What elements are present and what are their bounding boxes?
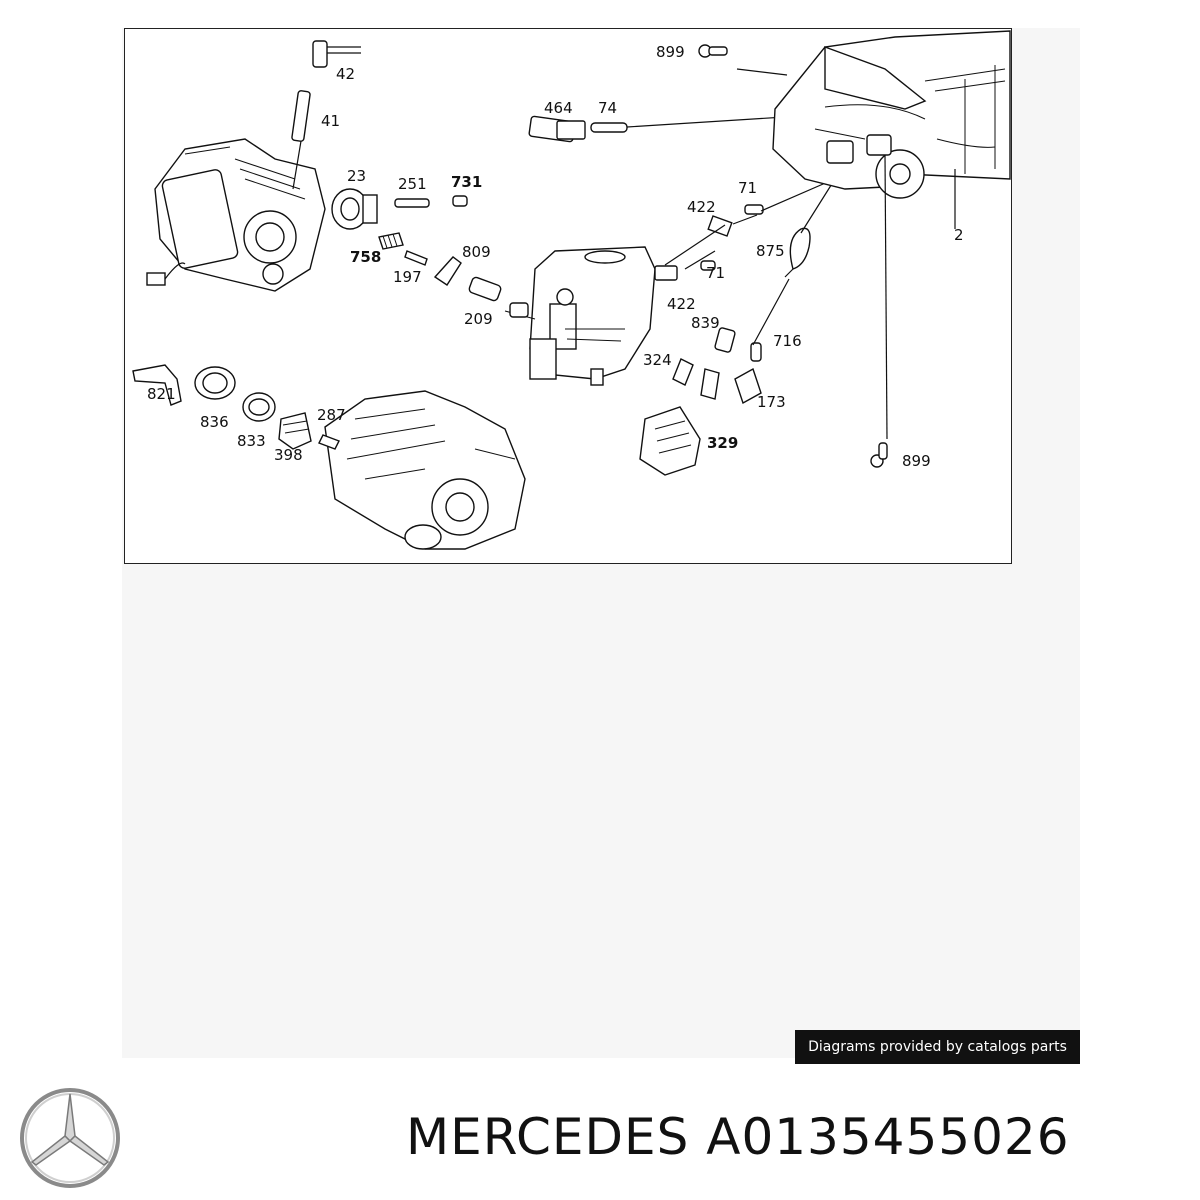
- parts-464-74-illustration: [528, 115, 786, 143]
- callout-23: 23: [347, 167, 366, 185]
- parts-lower-right-illustration: [639, 327, 762, 476]
- callout-324: 324: [643, 351, 672, 369]
- van-illustration: [736, 30, 1011, 440]
- callout-899-bottom: 899: [902, 452, 931, 470]
- callout-251: 251: [398, 175, 427, 193]
- diagram-credit-banner: Diagrams provided by catalogs parts: [795, 1030, 1080, 1064]
- callout-422-upper: 422: [687, 198, 716, 216]
- callout-2: 2: [954, 226, 964, 244]
- callout-716: 716: [773, 332, 802, 350]
- callout-71-lower: 71: [706, 264, 725, 282]
- callout-899-top: 899: [656, 43, 685, 61]
- callout-464: 464: [544, 99, 573, 117]
- callout-833: 833: [237, 432, 266, 450]
- callout-836: 836: [200, 413, 229, 431]
- part-number: A0135455026: [706, 1108, 1070, 1166]
- parts-899-illustration: [698, 44, 888, 468]
- callout-809: 809: [462, 243, 491, 261]
- callout-758: 758: [350, 248, 381, 266]
- parts-diagram: 42 41 899 464 74 23 251 731 71 422 2 758…: [124, 28, 1012, 564]
- reservoir-illustration: [504, 246, 656, 386]
- brand-name: MERCEDES: [406, 1108, 690, 1166]
- callout-209: 209: [464, 310, 493, 328]
- callout-41: 41: [321, 112, 340, 130]
- part-title: MERCEDES A0135455026: [406, 1108, 1070, 1166]
- mercedes-star-logo-icon: [20, 1088, 120, 1188]
- diagram-canvas: 42 41 899 464 74 23 251 731 71 422 2 758…: [132, 30, 1011, 550]
- callout-422-lower: 422: [667, 295, 696, 313]
- parts-758-197-illustration: [378, 232, 428, 266]
- parts-251-731-illustration: [394, 195, 468, 208]
- gearbox-upper-illustration: [146, 40, 361, 292]
- callout-74: 74: [598, 99, 617, 117]
- callout-821: 821: [147, 385, 176, 403]
- callout-839: 839: [691, 314, 720, 332]
- callout-173: 173: [757, 393, 786, 411]
- callout-875: 875: [756, 242, 785, 260]
- gearbox-lower-illustration: [318, 390, 526, 550]
- part-23-illustration: [331, 188, 378, 230]
- callout-329: 329: [707, 434, 738, 452]
- callout-197: 197: [393, 268, 422, 286]
- lower-left-parts-illustration: [132, 364, 312, 450]
- callout-42: 42: [336, 65, 355, 83]
- callout-71-upper: 71: [738, 179, 757, 197]
- parts-809-209-illustration: [433, 256, 502, 302]
- callout-731: 731: [451, 173, 482, 191]
- callout-287: 287: [317, 406, 346, 424]
- callout-398: 398: [274, 446, 303, 464]
- parts-422-71-illustration: [654, 180, 831, 281]
